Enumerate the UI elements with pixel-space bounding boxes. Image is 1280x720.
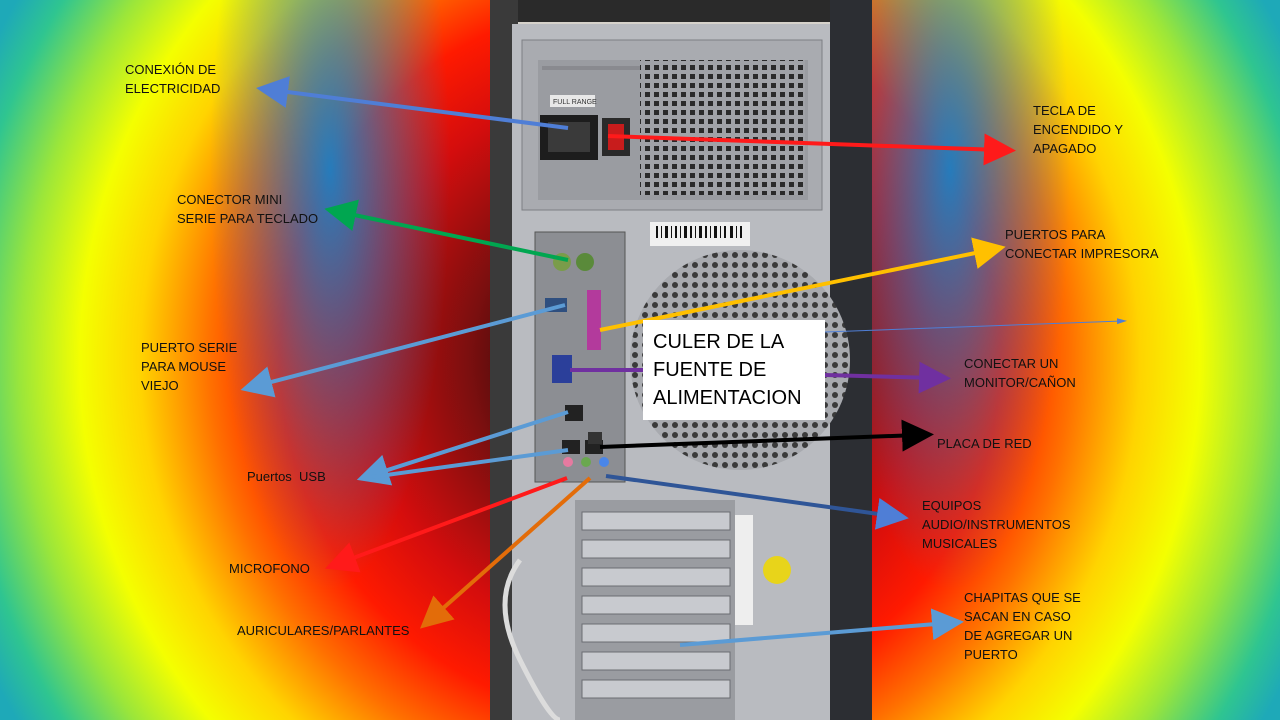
- arrow-tecla-encendido: [607, 133, 1016, 166]
- label-equipos-audio: EQUIPOS AUDIO/INSTRUMENTOS MUSICALES: [922, 498, 1071, 551]
- arrow-placa-red: [599, 419, 934, 452]
- arrow-usb-1: [356, 410, 569, 486]
- arrow-auriculares: [420, 476, 592, 629]
- label-chapitas: CHAPITAS QUE SE SACAN EN CASO DE AGREGAR…: [964, 590, 1081, 662]
- callout-culer-fuente: CULER DE LA FUENTE DE ALIMENTACION: [643, 320, 825, 420]
- full-range-label: FULL RANGE: [553, 99, 597, 106]
- arrow-equipos-audio: [605, 474, 909, 530]
- arrow-conectar-monitor: [824, 361, 951, 394]
- label-conector-mini-serie: CONECTOR MINI SERIE PARA TECLADO: [177, 192, 319, 226]
- arrow-microfono: [325, 476, 568, 573]
- label-conectar-monitor: CONECTAR UN MONITOR/CAÑON: [964, 356, 1076, 390]
- arrow-chapitas: [679, 608, 964, 647]
- arrow-thin-callout: [824, 318, 1127, 333]
- label-tecla-encendido: TECLA DE ENCENDIDO Y APAGADO: [1033, 103, 1124, 156]
- arrow-usb-2: [371, 448, 569, 479]
- arrow-puerto-serie-mouse: [240, 303, 566, 398]
- label-puerto-serie-mouse: PUERTO SERIE PARA MOUSE VIEJO: [141, 340, 238, 393]
- label-puertos-impresora: PUERTOS PARA CONECTAR IMPRESORA: [1005, 227, 1159, 261]
- label-conexion-electricidad: CONEXIÓN DE ELECTRICIDAD: [125, 62, 221, 96]
- label-auriculares: AURICULARES/PARLANTES: [237, 623, 410, 638]
- arrow-conector-mini-serie: [324, 199, 569, 262]
- label-microfono: MICROFONO: [229, 561, 310, 576]
- arrow-conexion-electricidad: [256, 76, 569, 130]
- label-puertos-usb: Puertos USB: [247, 469, 326, 484]
- arrow-puertos-impresora: [599, 237, 1006, 332]
- label-placa-red: PLACA DE RED: [937, 436, 1032, 451]
